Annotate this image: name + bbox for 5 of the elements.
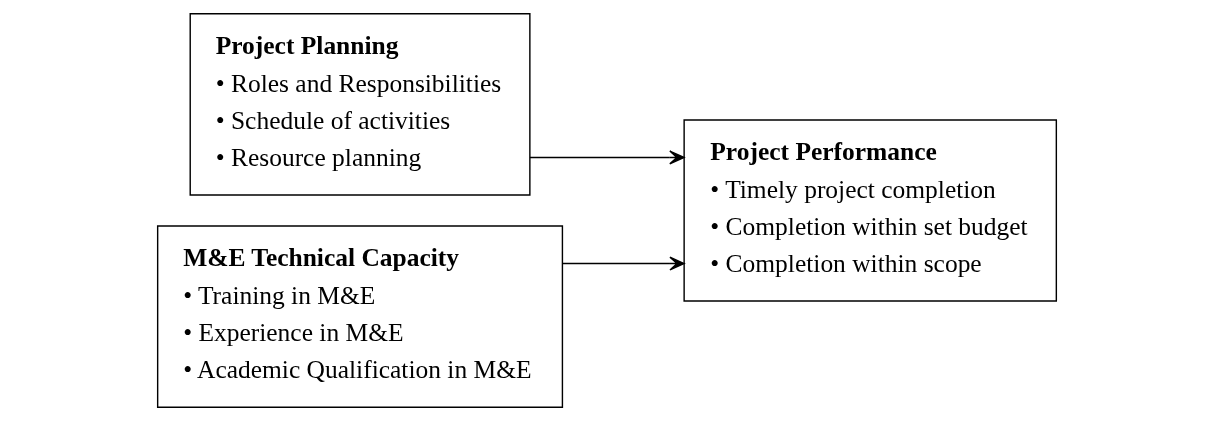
arrow [528, 150, 685, 165]
node-box: Project Performance • Timely project completion • Completion within set budget • Completion within scope [682, 119, 1057, 302]
node-box: Project Planning • Roles and Responsibilities • Schedule of activities • Resource planning [189, 13, 531, 196]
arrow [561, 256, 685, 271]
node-box: M&E Technical Capacity • Training in M&E • Experience in M&E • Academic Qualification in M&E [156, 225, 563, 408]
